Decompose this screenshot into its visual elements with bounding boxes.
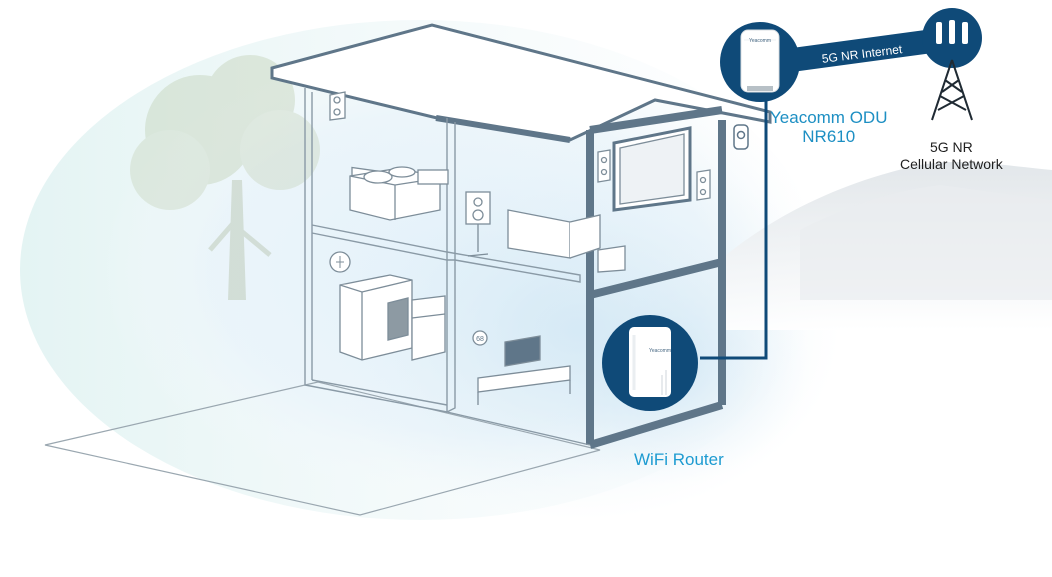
cell-label-line2: Cellular Network (900, 156, 1003, 172)
odu-label: Yeacomm ODU NR610 (770, 108, 887, 146)
internet-link-band (792, 28, 940, 72)
odu-label-line1: Yeacomm ODU (770, 108, 888, 127)
router-brand-mark: Yeacomm (649, 348, 671, 354)
tree-silhouette (130, 55, 320, 300)
router-label: WiFi Router (634, 450, 724, 469)
cellular-network-label: 5G NR Cellular Network (900, 139, 1003, 173)
odu-brand-mark: Yeacomm (749, 38, 771, 44)
background-hills (720, 162, 1052, 330)
router-badge (602, 315, 698, 411)
yard-outline (44, 381, 601, 516)
wall-odu-mount (733, 124, 749, 150)
thermostat-reading: 68 (476, 336, 484, 343)
cell-label-line1: 5G NR (929, 139, 973, 155)
odu-label-line2: NR610 (802, 127, 856, 146)
odu-badge (720, 22, 800, 102)
kitchen-furniture (329, 251, 446, 361)
tv-room-furniture (472, 330, 571, 405)
cell-tower-icon (922, 8, 982, 121)
bedroom-furniture (329, 91, 449, 221)
living-room-furniture (465, 126, 711, 273)
